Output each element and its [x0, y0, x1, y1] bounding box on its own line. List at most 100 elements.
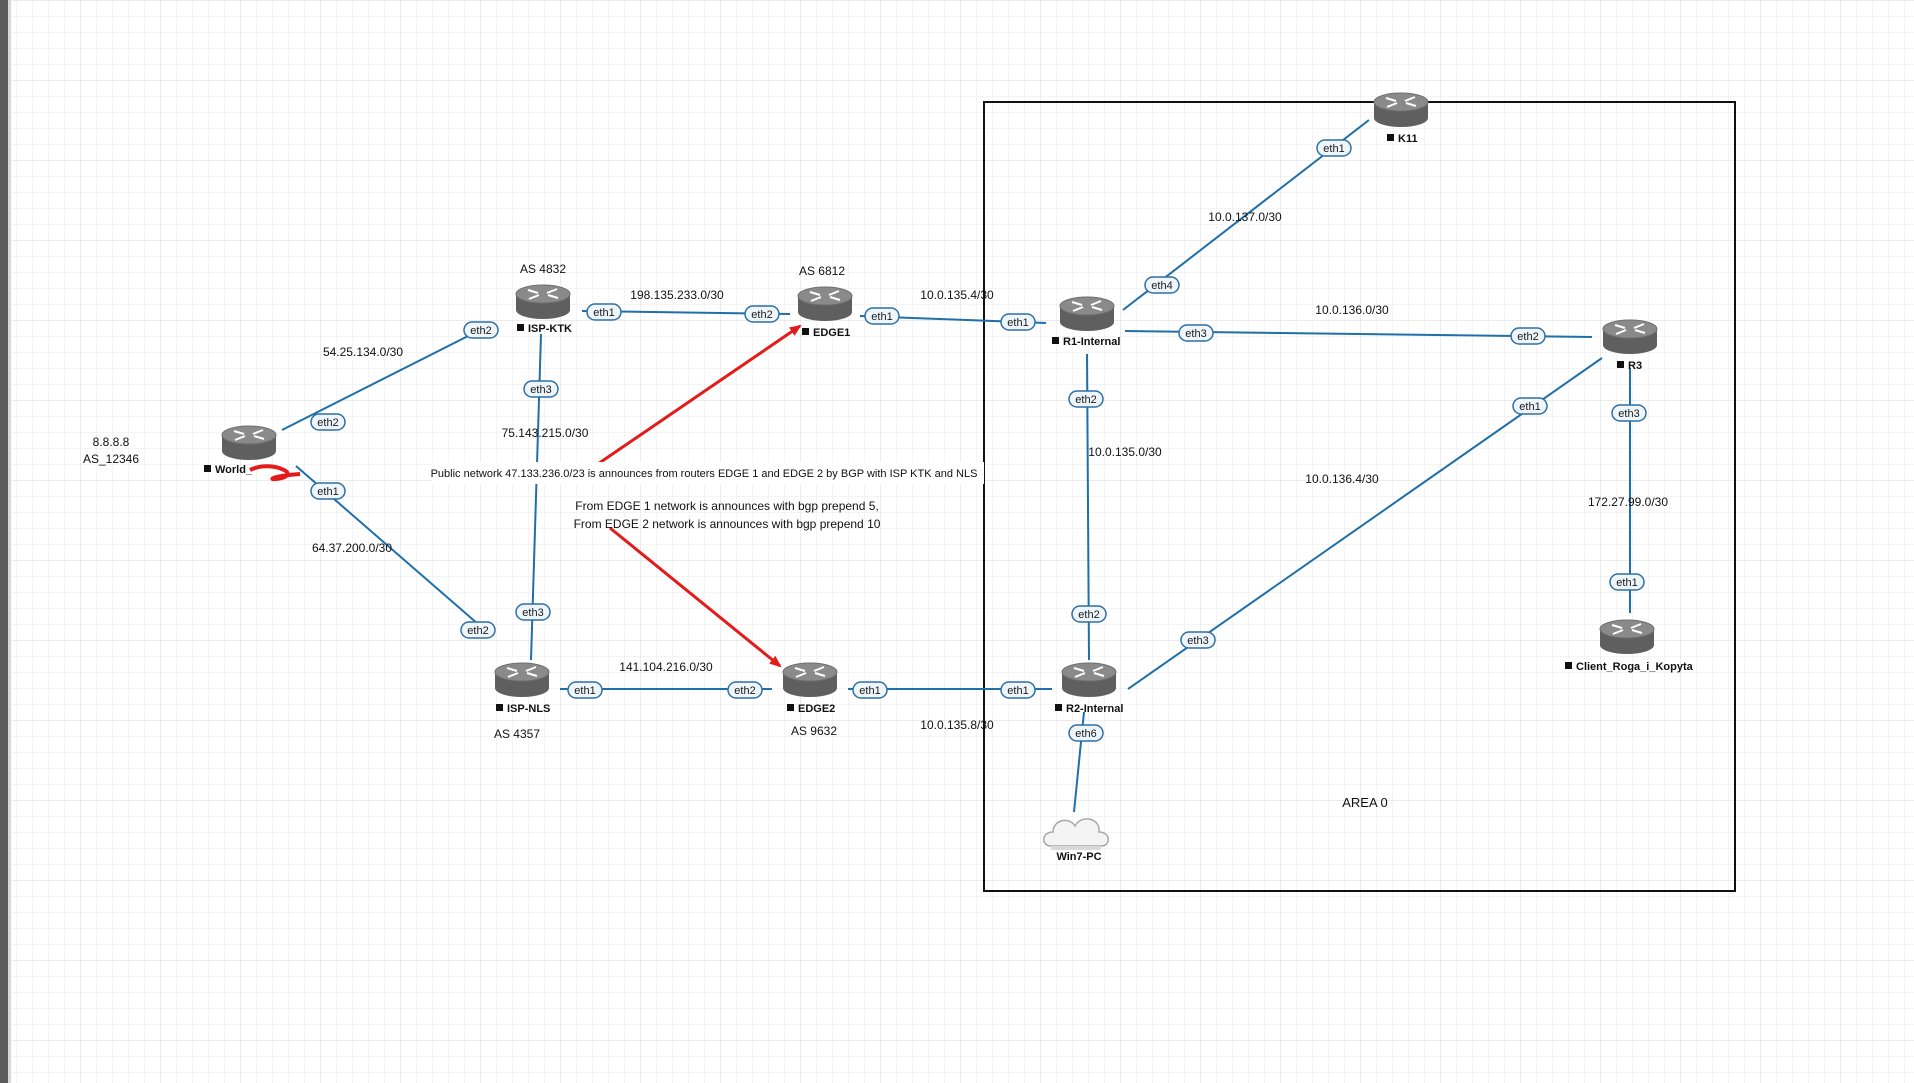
square-marker-icon — [1617, 361, 1624, 368]
port-client-eth1[interactable]: eth1 — [1609, 573, 1645, 591]
port-badge-bg — [1144, 276, 1180, 294]
link-world-isp-ktk[interactable] — [281, 331, 477, 431]
port-badge-bg — [1178, 324, 1214, 342]
port-r1-eth1[interactable]: eth1 — [1000, 313, 1036, 331]
port-k11-eth1[interactable]: eth1 — [1316, 139, 1352, 157]
port-isp-nls-eth1[interactable]: eth1 — [567, 681, 603, 699]
node-r3[interactable]: R3 — [1602, 319, 1658, 372]
subnet-label-r1-r2: 10.0.135.0/30 — [1088, 445, 1162, 459]
port-label: eth1 — [1616, 577, 1637, 589]
port-label: eth1 — [574, 685, 595, 697]
port-r2-eth3[interactable]: eth3 — [1180, 631, 1216, 649]
port-badge-bg — [1609, 573, 1645, 591]
port-edge2-eth1[interactable]: eth1 — [852, 681, 888, 699]
node-label-win7: Win7-PC — [1056, 851, 1101, 863]
port-label: eth3 — [1185, 328, 1206, 340]
port-badge-bg — [1068, 390, 1104, 408]
port-badge-bg — [864, 307, 900, 325]
subnet-label-edge2-r2: 10.0.135.8/30 — [920, 718, 994, 732]
port-edge1-eth1[interactable]: eth1 — [864, 307, 900, 325]
node-world[interactable]: World_ — [204, 425, 277, 476]
port-badge-bg — [1316, 139, 1352, 157]
port-badge-bg — [1068, 724, 1104, 742]
world-as-label: AS_12346 — [83, 452, 139, 466]
subnet-label-isp-ktk-isp-nls: 75.143.215.0/30 — [502, 426, 589, 440]
port-badge-bg — [1512, 397, 1548, 415]
port-r2-eth1[interactable]: eth1 — [1000, 681, 1036, 699]
port-label: eth1 — [1519, 401, 1540, 413]
port-edge2-eth2[interactable]: eth2 — [727, 681, 763, 699]
subnet-label-world-isp-nls: 64.37.200.0/30 — [312, 541, 392, 555]
port-isp-ktk-eth1[interactable]: eth1 — [586, 303, 622, 321]
port-isp-ktk-eth2[interactable]: eth2 — [463, 321, 499, 339]
port-badge-bg — [567, 681, 603, 699]
square-marker-icon — [496, 704, 503, 711]
port-isp-nls-eth3[interactable]: eth3 — [515, 603, 551, 621]
port-label: eth1 — [317, 486, 338, 498]
cloud-pc-icon — [1043, 818, 1109, 850]
subnet-label-r2-r3: 10.0.136.4/30 — [1305, 472, 1379, 486]
port-label: eth1 — [871, 311, 892, 323]
public-network-note-bg — [432, 462, 984, 484]
port-isp-nls-eth2[interactable]: eth2 — [460, 621, 496, 639]
square-marker-icon — [517, 324, 524, 331]
port-isp-ktk-eth3[interactable]: eth3 — [523, 380, 559, 398]
router-icon — [782, 662, 838, 697]
port-r3-eth3[interactable]: eth3 — [1611, 404, 1647, 422]
node-isp-nls[interactable]: ISP-NLS — [494, 662, 550, 715]
left-edge-shadow — [8, 0, 11, 1083]
port-label: eth2 — [1075, 394, 1096, 406]
node-label-world: World_ — [215, 464, 253, 476]
port-badge-bg — [1000, 681, 1036, 699]
port-world-eth2[interactable]: eth2 — [310, 413, 346, 431]
port-label: eth1 — [1323, 143, 1344, 155]
port-label: eth3 — [1618, 408, 1639, 420]
port-edge1-eth2[interactable]: eth2 — [744, 305, 780, 323]
port-r3-eth1[interactable]: eth1 — [1512, 397, 1548, 415]
node-isp-ktk[interactable]: ISP-KTK — [515, 284, 572, 335]
subnet-label-isp-ktk-edge1: 198.135.233.0/30 — [630, 288, 724, 302]
port-r2-eth6[interactable]: eth6 — [1068, 724, 1104, 742]
port-r1-eth3[interactable]: eth3 — [1178, 324, 1214, 342]
port-r2-eth2[interactable]: eth2 — [1071, 605, 1107, 623]
arrow-to-edge1 — [591, 324, 802, 470]
node-edge2[interactable]: EDGE2 — [782, 662, 838, 715]
area-0-boundary[interactable] — [983, 101, 1736, 892]
port-label: eth2 — [734, 685, 755, 697]
area-0-label: AREA 0 — [1342, 795, 1388, 810]
ports-layer: eth2 eth2 eth1 eth2 eth3 eth3 eth1 eth2 eth1 eth2… — [310, 139, 1647, 742]
port-r1-eth4[interactable]: eth4 — [1144, 276, 1180, 294]
port-label: eth2 — [317, 417, 338, 429]
node-client[interactable]: Client_Roga_i_Kopyta — [1565, 619, 1694, 673]
node-r1[interactable]: R1-Internal — [1052, 296, 1120, 348]
square-marker-icon — [1055, 704, 1062, 711]
edge1-as-label: AS 6812 — [799, 264, 845, 278]
router-icon — [1059, 296, 1115, 331]
port-badge-bg — [1180, 631, 1216, 649]
node-k11[interactable]: K11 — [1373, 92, 1429, 145]
square-marker-icon — [204, 465, 211, 472]
isp-ktk-as-label: AS 4832 — [520, 262, 566, 276]
red-scribble-mark — [249, 464, 301, 482]
port-badge-bg — [1071, 605, 1107, 623]
node-win7[interactable]: Win7-PC — [1043, 818, 1109, 863]
port-label: eth1 — [593, 307, 614, 319]
edge2-as-label: AS 9632 — [791, 724, 837, 738]
port-r1-eth2[interactable]: eth2 — [1068, 390, 1104, 408]
port-world-eth1[interactable]: eth1 — [310, 482, 346, 500]
port-badge-bg — [310, 482, 346, 500]
port-label: eth6 — [1075, 728, 1096, 740]
port-badge-bg — [852, 681, 888, 699]
router-icon — [797, 286, 853, 321]
port-r3-eth2[interactable]: eth2 — [1510, 327, 1546, 345]
node-r2[interactable]: R2-Internal — [1055, 662, 1123, 715]
router-icon — [1373, 92, 1429, 127]
port-badge-bg — [744, 305, 780, 323]
arrow-to-edge2 — [609, 526, 782, 668]
node-edge1[interactable]: EDGE1 — [797, 286, 853, 339]
port-label: eth2 — [467, 625, 488, 637]
